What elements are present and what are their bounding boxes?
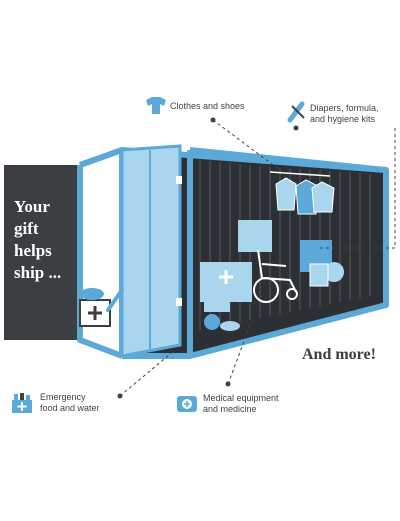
hanging-clothes — [269, 171, 335, 215]
diapers-label: Diapers, formula, and hygiene kits — [310, 103, 379, 125]
headline: Your gift helps ship ... — [14, 196, 74, 284]
emergency-kit — [79, 288, 124, 327]
medical-label: Medical equipment and medicine — [203, 393, 279, 415]
wheelchair — [253, 249, 298, 303]
food-kit-icon — [12, 393, 32, 413]
medical-label-line1: Medical equipment — [203, 393, 279, 403]
food-label-line1: Emergency — [40, 392, 86, 402]
headline-panel — [4, 165, 80, 340]
clothes-label: Clothes and shoes — [170, 101, 245, 111]
medical-label-line2: and medicine — [203, 404, 257, 414]
headline-line: gift — [14, 219, 39, 238]
diapers-label-line1: Diapers, formula, — [310, 103, 379, 113]
leader-dots — [117, 117, 299, 399]
diapers-label-line2: and hygiene kits — [310, 114, 376, 124]
food-label: Emergency food and water — [40, 392, 100, 414]
headline-line: helps — [14, 241, 52, 260]
headline-line: Your — [14, 197, 50, 216]
medical-bag-icon — [177, 396, 197, 412]
floor-supplies — [204, 262, 344, 331]
headline-line: ship ... — [14, 263, 62, 282]
baby-bottle-icon — [287, 101, 305, 123]
tshirt-icon — [146, 97, 166, 114]
leader-lines — [119, 119, 396, 397]
food-label-line2: food and water — [40, 403, 100, 413]
and-more-text: And more! — [302, 346, 376, 363]
